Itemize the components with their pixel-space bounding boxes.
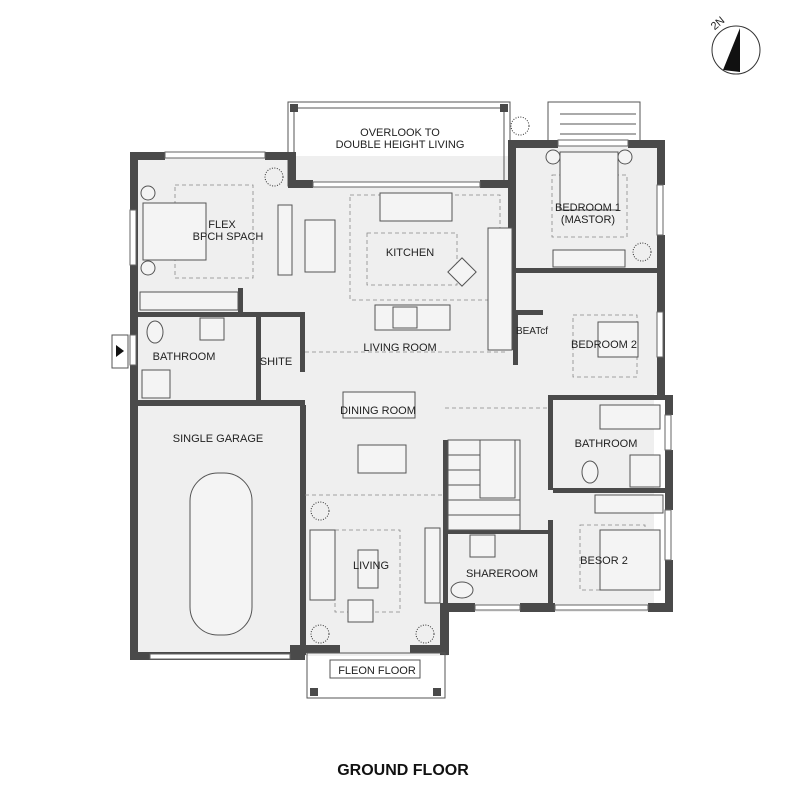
garage-car: [189, 472, 253, 636]
shower: [629, 454, 661, 488]
bedroom2-label: BEDROOM 2: [571, 339, 637, 351]
bed2: [597, 321, 639, 358]
bedroom1-label-2: (MASTOR): [561, 214, 615, 226]
plant-icon: [310, 501, 330, 521]
overlook-label: OVERLOOK TO: [360, 127, 440, 139]
flex-bed: [142, 202, 207, 261]
living-label: LIVING: [353, 560, 389, 572]
living-room-label: LIVING ROOM: [363, 342, 436, 354]
sink: [199, 317, 225, 341]
sink-2: [469, 534, 496, 558]
entry-arrow-icon: [116, 345, 124, 357]
overlook-label-2: DOUBLE HEIGHT LIVING: [336, 139, 465, 151]
kitchen-cabinet: [277, 204, 293, 276]
stairs-flight: [479, 439, 516, 499]
left-shower: [141, 369, 171, 399]
flex-wardrobe: [139, 291, 239, 311]
windows: [129, 139, 672, 660]
flex-label: FLEX: [208, 219, 236, 231]
bathtub: [599, 404, 661, 430]
master-bed: [559, 151, 619, 211]
cooktop: [392, 306, 418, 329]
toilet-2: [450, 581, 474, 599]
plan-title: GROUND FLOOR: [337, 762, 469, 779]
shite-label: SHITE: [260, 356, 292, 368]
living-sofa: [309, 529, 336, 601]
counter: [487, 227, 513, 351]
bed3: [599, 529, 661, 591]
side-entry: [111, 334, 129, 369]
plant-icon: [415, 624, 435, 644]
coffee-table: [357, 549, 379, 589]
plant-icon: [310, 624, 330, 644]
master-bench: [552, 249, 626, 268]
dining-table: [342, 391, 416, 419]
north-arrow-icon: [711, 25, 761, 75]
flex-label-2: BPCH SPACH: [193, 231, 264, 243]
plant-icon: [264, 167, 284, 187]
toilet: [146, 320, 164, 344]
beat-label: BEATcf: [516, 326, 548, 337]
entry-porch: [306, 652, 446, 699]
bedroom1-label: BEDROOM 1: [555, 202, 621, 214]
dining-room-label: DINING ROOM: [340, 405, 416, 417]
sofa: [379, 192, 453, 222]
toilet-3: [581, 460, 599, 484]
kitchen-label: KITCHEN: [386, 247, 434, 259]
shareroom-label: SHAREROOM: [466, 568, 538, 580]
living-chair: [347, 599, 374, 623]
bathroom-left-label: BATHROOM: [153, 351, 216, 363]
deck-steps: [547, 101, 641, 145]
plant-icon: [632, 242, 652, 262]
kitchen-table: [304, 219, 336, 273]
exterior-notch: [448, 612, 678, 672]
wardrobe-right: [594, 494, 664, 514]
garage-label: SINGLE GARAGE: [173, 433, 263, 445]
entry-label: FLEON FLOOR: [338, 665, 416, 677]
tv-unit: [424, 527, 441, 604]
plant-icon: [510, 116, 530, 136]
furniture: [139, 149, 664, 636]
bathroom-right-label: BATHROOM: [575, 438, 638, 450]
besor-label: BESOR 2: [580, 555, 628, 567]
armchair: [447, 257, 477, 287]
dining-table-2: [357, 444, 407, 474]
plants: [264, 116, 652, 644]
